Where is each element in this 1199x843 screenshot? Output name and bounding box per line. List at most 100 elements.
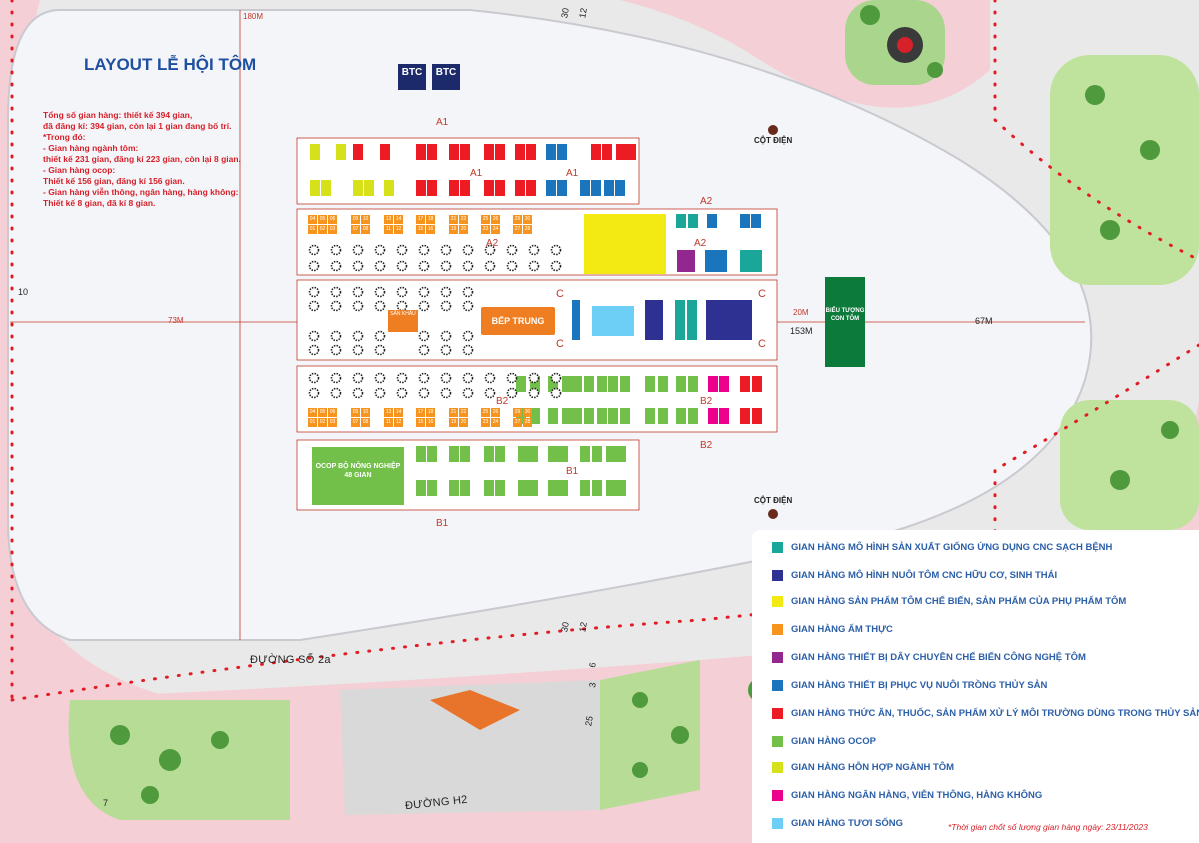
- booth: [688, 376, 698, 392]
- booth: [740, 214, 750, 228]
- round-table: [352, 344, 364, 356]
- booth: [449, 180, 459, 196]
- park-bottom-mid: [600, 660, 700, 810]
- booth: [515, 180, 525, 196]
- booth: [491, 418, 500, 427]
- booth: [562, 408, 572, 424]
- booth: [645, 376, 655, 392]
- booth: [616, 480, 626, 496]
- round-table: [308, 260, 320, 272]
- booth: [361, 408, 370, 417]
- legend-item: GIAN HÀNG TƯƠI SỐNG: [772, 816, 903, 830]
- booth: [481, 215, 490, 224]
- booth: [516, 376, 526, 392]
- booth: [449, 408, 458, 417]
- round-table: [528, 372, 540, 384]
- booth-number: 05: [319, 216, 326, 222]
- booth: [616, 144, 626, 160]
- booth: [688, 214, 698, 228]
- booth-number: 18: [427, 216, 434, 222]
- booth: [557, 144, 567, 160]
- booth: [752, 376, 762, 392]
- booth: [513, 225, 522, 234]
- round-table: [352, 244, 364, 256]
- dim-20m: 20M: [793, 308, 809, 317]
- round-table: [528, 260, 540, 272]
- round-table: [528, 244, 540, 256]
- zone-a1-left: A1: [470, 168, 483, 179]
- zone-c-3: C: [758, 288, 766, 300]
- zone-c-4: C: [758, 338, 766, 350]
- booth: [384, 215, 393, 224]
- booth: [484, 144, 494, 160]
- booth: [416, 144, 426, 160]
- booth-number: 19: [450, 419, 457, 425]
- booth: [351, 225, 360, 234]
- booth: [708, 408, 718, 424]
- booth-number: 27: [514, 226, 521, 232]
- round-table: [418, 330, 430, 342]
- round-table: [352, 330, 364, 342]
- booth: [523, 225, 532, 234]
- booth-number: 10: [362, 409, 369, 415]
- booth: [752, 408, 762, 424]
- power-pole-top: [768, 125, 778, 135]
- booth-number: 07: [352, 419, 359, 425]
- booth: [676, 214, 686, 228]
- booth: [740, 250, 762, 272]
- round-table: [308, 344, 320, 356]
- booth-number: 23: [482, 419, 489, 425]
- booth: [558, 480, 568, 496]
- booth: [495, 480, 505, 496]
- booth-number: 01: [309, 226, 316, 232]
- booth: [449, 225, 458, 234]
- power-pole-bottom: [768, 509, 778, 519]
- booth: [481, 408, 490, 417]
- booth: [449, 418, 458, 427]
- round-table: [462, 286, 474, 298]
- tables: [308, 244, 562, 399]
- round-table: [462, 244, 474, 256]
- monument: [430, 690, 520, 730]
- legend-item: GIAN HÀNG THIẾT BỊ PHỤC VỤ NUÔI TRỒNG TH…: [772, 678, 1047, 692]
- booth-number: 14: [395, 409, 402, 415]
- booth: [416, 480, 426, 496]
- booth: [318, 418, 327, 427]
- booth: [602, 144, 612, 160]
- legend-item: GIAN HÀNG OCOP: [772, 734, 876, 748]
- booth: [426, 418, 435, 427]
- round-table: [396, 372, 408, 384]
- booth: [592, 480, 602, 496]
- round-table: [440, 260, 452, 272]
- booth: [615, 180, 625, 196]
- zone-b1: B1: [436, 518, 449, 529]
- booth: [394, 215, 403, 224]
- booth-number: 13: [385, 216, 392, 222]
- booth: [459, 225, 468, 234]
- booth: [530, 376, 540, 392]
- booth-number: 15: [417, 226, 424, 232]
- booth: [460, 446, 470, 462]
- booth-statistics: Tổng số gian hàng: thiết kế 394 gian,đã …: [43, 110, 241, 208]
- booth: [616, 446, 626, 462]
- round-table: [440, 286, 452, 298]
- legend-item: GIAN HÀNG HỖN HỢP NGÀNH TÔM: [772, 760, 954, 774]
- booth-number: 05: [319, 409, 326, 415]
- booth: [687, 300, 697, 340]
- booth: [572, 376, 582, 392]
- round-table: [396, 286, 408, 298]
- legend-item: GIAN HÀNG THỨC ĂN, THUỐC, SẢN PHẨM XỬ LÝ…: [772, 706, 1199, 720]
- booth-number: 24: [492, 226, 499, 232]
- booth-number: 25: [482, 216, 489, 222]
- dim-7: 7: [103, 798, 109, 808]
- booth: [308, 418, 317, 427]
- booth-number: 02: [319, 419, 326, 425]
- booth-number: 21: [450, 409, 457, 415]
- booth: [523, 215, 532, 224]
- dim-67m: 67M: [975, 316, 993, 326]
- park-right-1: [1050, 55, 1199, 285]
- booth: [308, 215, 317, 224]
- booth-number: 19: [450, 226, 457, 232]
- round-table: [484, 244, 496, 256]
- legend-swatch: [772, 623, 783, 635]
